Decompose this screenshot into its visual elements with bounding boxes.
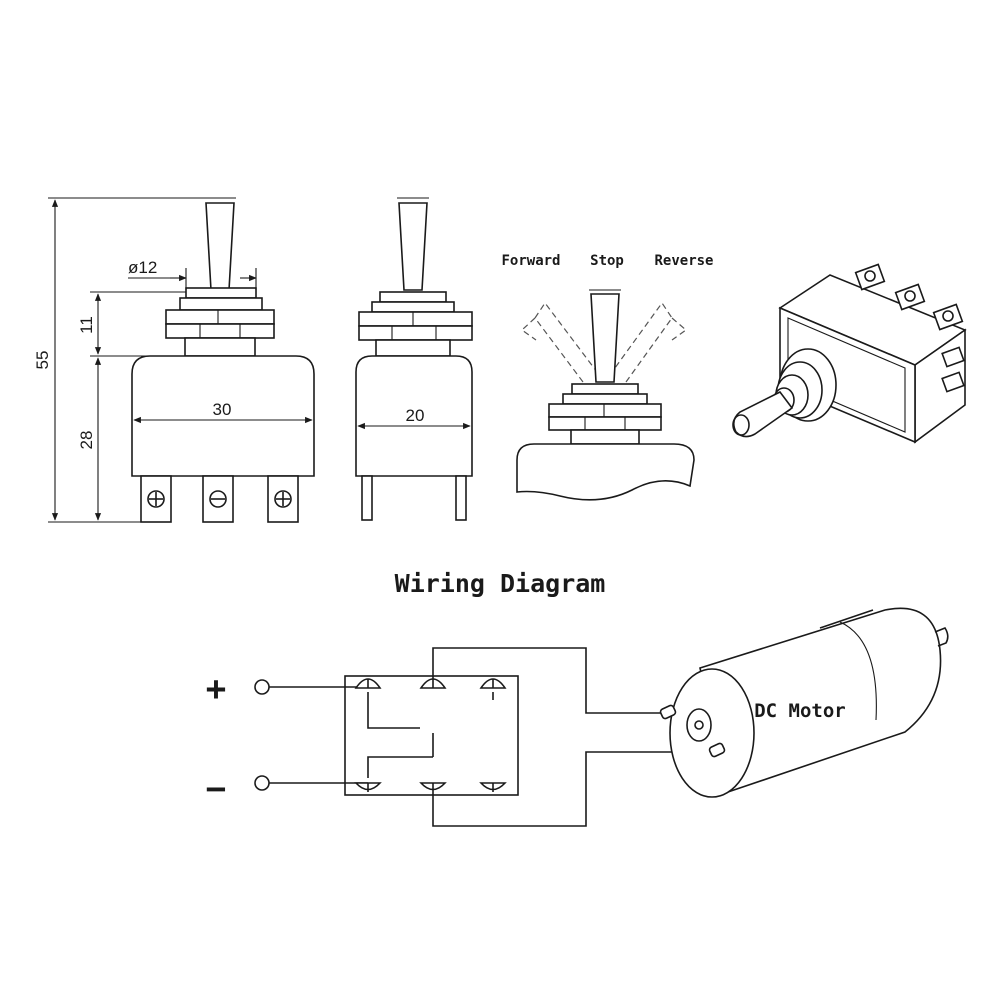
vertical-dimensions: 55 11 28 bbox=[33, 197, 236, 523]
dim-overall-height: 55 bbox=[33, 351, 52, 370]
label-forward: Forward bbox=[501, 253, 560, 269]
plus-label: + bbox=[206, 669, 226, 709]
wiring-terminals bbox=[354, 678, 507, 792]
front-terminals bbox=[132, 475, 314, 523]
perspective-view bbox=[732, 263, 967, 444]
minus-label: − bbox=[206, 769, 226, 809]
label-reverse: Reverse bbox=[654, 253, 713, 269]
dim-bushing-diameter: ø12 bbox=[128, 258, 157, 277]
wiring-diagram: + − bbox=[206, 647, 713, 827]
position-view: Forward Stop Reverse bbox=[501, 253, 714, 501]
label-stop: Stop bbox=[590, 253, 624, 269]
motor-label: DC Motor bbox=[754, 700, 846, 722]
dim-front-width: 30 bbox=[213, 400, 232, 419]
dim-side-width: 20 bbox=[406, 406, 425, 425]
front-view: 30 ø12 bbox=[128, 197, 315, 523]
side-view: 20 bbox=[355, 197, 473, 521]
minus-input-terminal bbox=[254, 775, 270, 791]
dc-motor: DC Motor bbox=[659, 607, 949, 798]
dim-bushing-height: 11 bbox=[77, 316, 96, 334]
wiring-title: Wiring Diagram bbox=[395, 569, 606, 598]
plus-input-terminal bbox=[254, 679, 270, 695]
switch-box bbox=[344, 675, 519, 796]
dim-body-height: 28 bbox=[77, 431, 96, 450]
